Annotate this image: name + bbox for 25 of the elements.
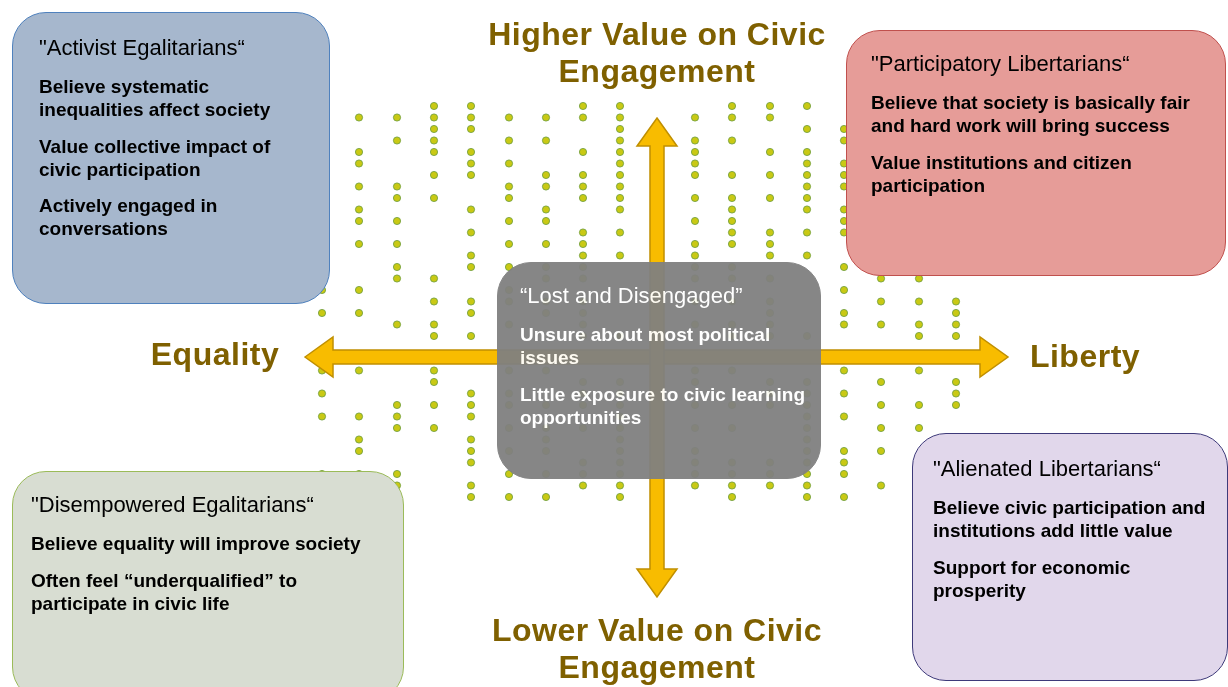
quadrant-card: [497, 262, 821, 479]
quadrant-card: [846, 30, 1226, 276]
card-text: Often feel “underqualified” to participate in civic life: [31, 570, 298, 616]
card-text: Value institutions and citizen participation: [871, 151, 1133, 198]
card-text: Believe systematic inequalities affect society: [39, 76, 272, 122]
card-text: Believe that society is basically fair and hard work will bring success: [871, 92, 1191, 138]
card-text: Believe civic participation and institutions add little value: [933, 497, 1207, 543]
card-heading: "Activist Egalitarians“: [39, 35, 246, 61]
card-heading: “Lost and Disengaged”: [520, 283, 744, 309]
card-text: Actively engaged in conversations: [39, 195, 219, 242]
card-text: Little exposure to civic learning opportunities: [520, 383, 807, 430]
quadrant-card: [12, 471, 404, 687]
axis-label: Liberty: [1028, 338, 1142, 375]
quadrant-card: [12, 12, 330, 304]
axis-label: Equality: [149, 336, 281, 373]
card-heading: "Disempowered Egalitarians“: [31, 492, 315, 518]
axis-label: Higher Value on Civic Engagement: [487, 16, 827, 90]
card-text: Believe equality will improve society: [31, 533, 362, 557]
card-text: Value collective impact of civic participation: [39, 135, 272, 182]
card-text: Unsure about most political issues: [520, 324, 772, 370]
card-text: Support for economic prosperity: [933, 556, 1132, 603]
card-heading: "Participatory Libertarians“: [871, 51, 1131, 77]
axis-label: Lower Value on Civic Engagement: [490, 612, 824, 686]
quadrant-card: [912, 433, 1228, 681]
card-heading: "Alienated Libertarians“: [933, 456, 1162, 482]
